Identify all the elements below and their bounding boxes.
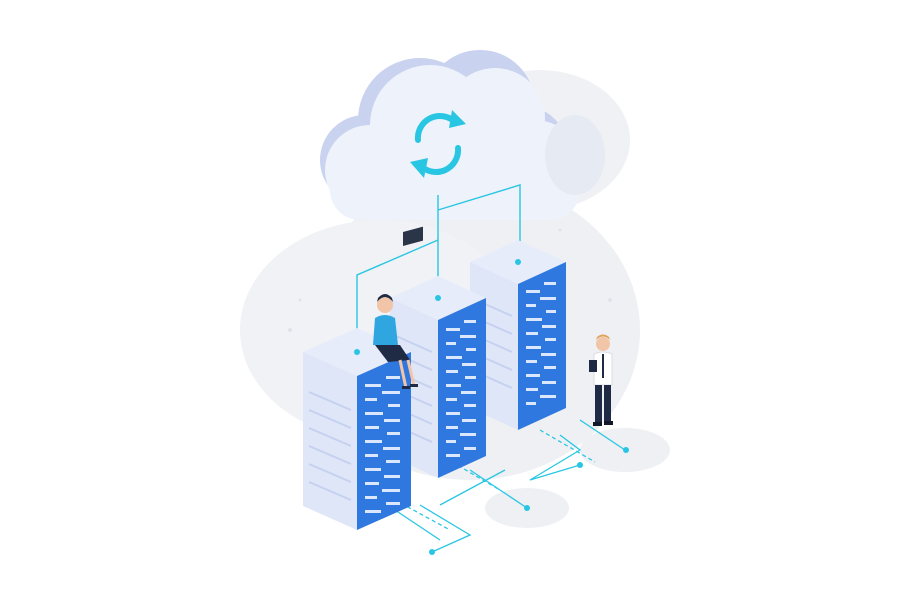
floor-node [429, 549, 435, 555]
sync-arrows-icon [410, 110, 466, 178]
floor-node [577, 462, 583, 468]
man-with-tablet [589, 334, 613, 426]
woman-with-laptop [373, 226, 423, 389]
server-tower-left [303, 328, 411, 530]
